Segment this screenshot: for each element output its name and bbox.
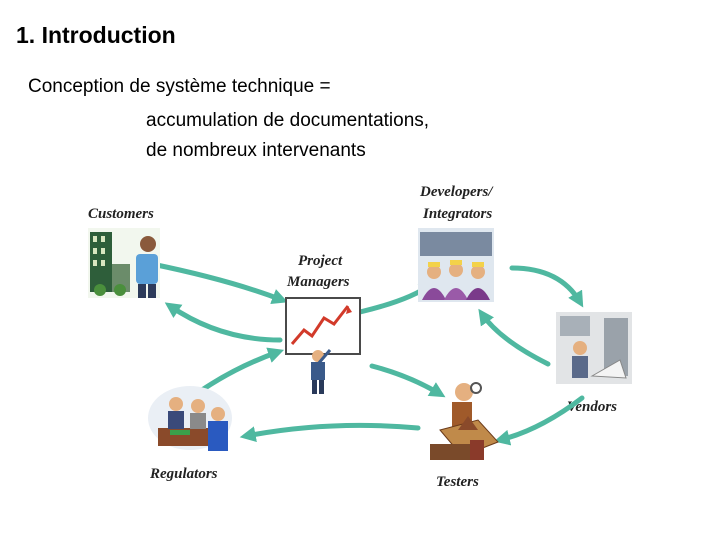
label-regulators: Regulators [149,466,218,482]
regulators-illustration [148,386,232,451]
label-pm-1: Project [298,253,343,269]
label-customers: Customers [88,206,154,222]
label-developers-1: Developers/ [419,184,494,200]
arrow-regulators-to-pm [199,347,285,393]
arrow-pm-to-customers [164,302,283,343]
body-line-3: de nombreux intervenants [146,140,366,161]
developers-illustration [418,228,494,302]
arrow-customers-to-pm [149,261,288,305]
testers-illustration [430,382,499,460]
slide-title: 1. Introduction [16,22,176,48]
arrow-developers-to-vendors [509,265,584,308]
label-testers: Testers [436,474,479,490]
arrow-vendors-to-developers [478,308,551,367]
customers-illustration [88,228,160,298]
project-managers-illustration [285,297,361,394]
arrow-pm-to-testers [369,363,446,398]
label-vendors: Vendors [567,399,617,415]
label-developers-2: Integrators [422,206,492,222]
arrow-vendors-to-testers [493,395,585,446]
body-line-2: accumulation de documentations, [146,110,430,131]
body-line-1: Conception de système technique = [28,76,331,97]
arrow-testers-to-regulators [239,422,421,443]
vendors-illustration [556,312,632,384]
label-pm-2: Managers [286,274,350,290]
